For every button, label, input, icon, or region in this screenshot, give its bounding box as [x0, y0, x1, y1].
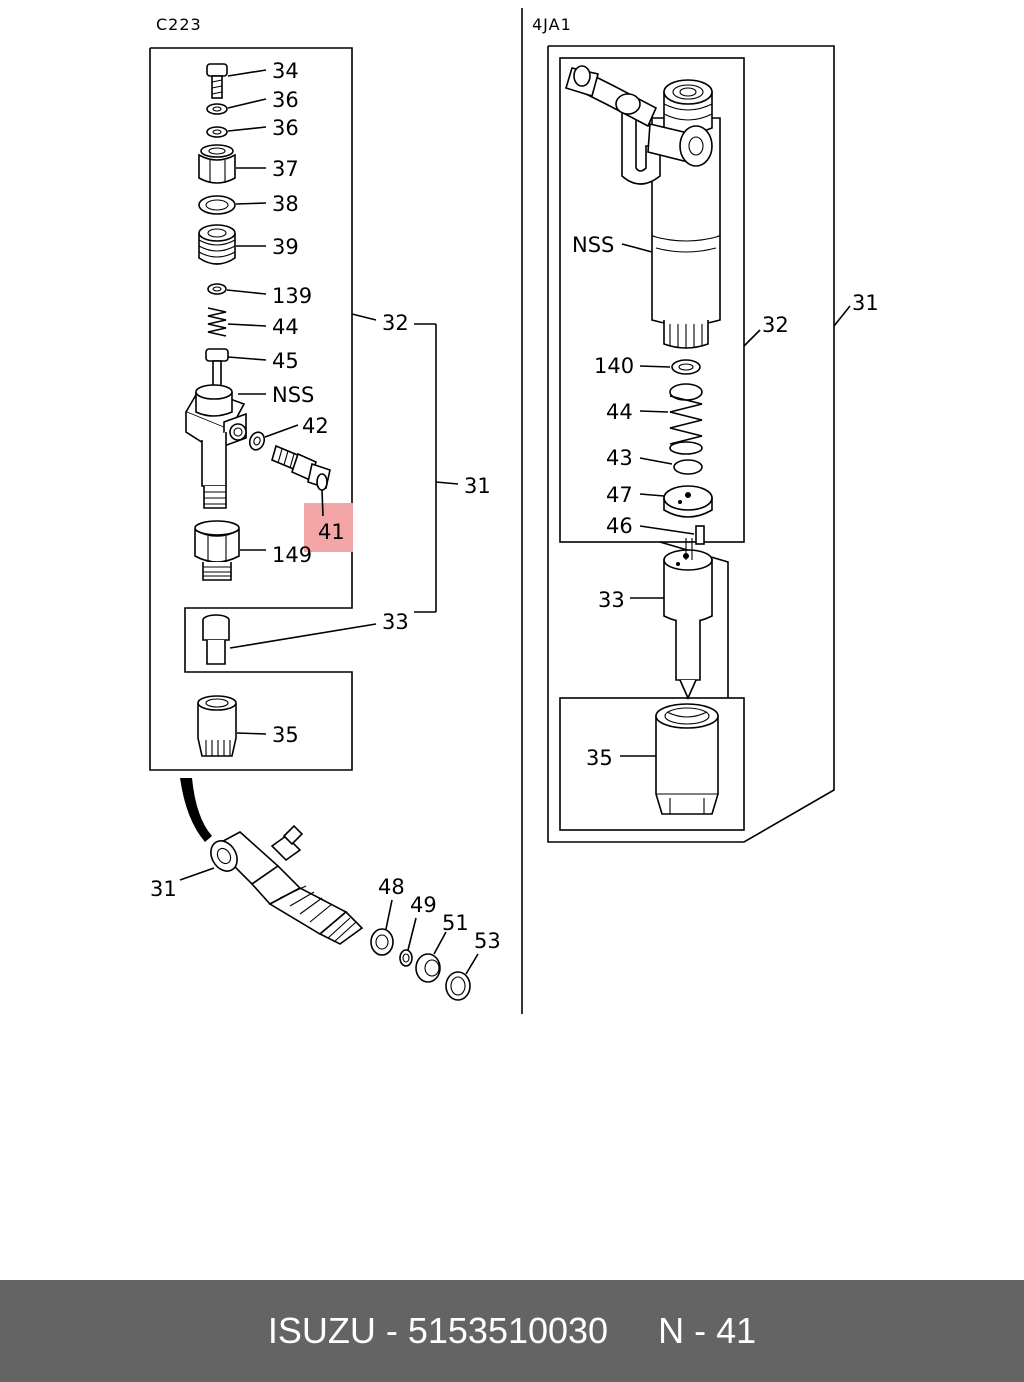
part-33-nozzle-4ja1 — [630, 538, 713, 700]
label-44: 44 — [606, 400, 633, 424]
label-140: 140 — [594, 354, 634, 378]
ref-number: 41 — [716, 1310, 757, 1351]
label-35: 35 — [272, 723, 299, 747]
assembled-injector — [179, 824, 364, 945]
label-53: 53 — [474, 929, 501, 953]
label-35: 35 — [586, 746, 613, 770]
label-44: 44 — [272, 315, 299, 339]
label-nss: NSS — [272, 383, 314, 407]
footer-bar: ISUZU - 5153510030 N - 41 — [0, 1280, 1024, 1382]
label-33: 33 — [598, 588, 625, 612]
part-139-washer — [207, 283, 267, 295]
separator: - — [385, 1310, 398, 1351]
label-41: 41 — [318, 520, 345, 544]
part-37-nut — [198, 144, 266, 184]
part-36-washer — [206, 126, 267, 138]
part-33-nozzle — [202, 614, 377, 665]
part-47-spacer — [639, 485, 713, 518]
part-46-pin — [639, 525, 705, 545]
parts-diagram: C223 — [149, 8, 879, 1014]
label-34: 34 — [272, 59, 299, 83]
ref-prefix: N — [658, 1310, 685, 1351]
right-panel-frame — [547, 45, 835, 843]
label-49: 49 — [410, 893, 437, 917]
label-37: 37 — [272, 157, 299, 181]
part-34-bolt — [206, 63, 267, 99]
part-nss-nozzle-holder — [184, 384, 266, 509]
label-51: 51 — [442, 911, 469, 935]
part-53-gasket — [445, 953, 479, 1001]
leader-bracket — [351, 313, 459, 613]
assembly-arrow — [180, 778, 212, 842]
part-49-ring — [399, 917, 417, 967]
label-47: 47 — [606, 483, 633, 507]
part-48-seal — [370, 899, 394, 956]
label-32: 32 — [382, 311, 409, 335]
part-36-washer — [206, 98, 267, 115]
part-44-spring-4ja1 — [639, 383, 703, 455]
part-41-connector — [271, 444, 331, 491]
part-51-seal — [415, 931, 447, 983]
part-42-washer — [248, 424, 299, 451]
part-nss-nozzle-holder-4ja1 — [565, 65, 721, 349]
label-33: 33 — [382, 610, 409, 634]
highlight-box — [304, 503, 353, 552]
label-43: 43 — [606, 446, 633, 470]
label-nss: NSS — [572, 233, 614, 257]
label-36: 36 — [272, 88, 299, 112]
left-panel-title: C223 — [156, 15, 202, 34]
part-44-spring — [207, 307, 267, 337]
label-36: 36 — [272, 116, 299, 140]
part-43-disc — [639, 457, 703, 475]
label-31: 31 — [150, 877, 177, 901]
label-139: 139 — [272, 284, 312, 308]
label-39: 39 — [272, 235, 299, 259]
part-35-retaining-nut-4ja1 — [620, 703, 719, 815]
label-31: 31 — [852, 291, 879, 315]
label-45: 45 — [272, 349, 299, 373]
right-panel-title: 4JA1 — [532, 15, 572, 34]
part-38-gasket — [198, 195, 267, 215]
left-panel-frame — [149, 47, 353, 771]
part-149-nut — [194, 520, 266, 581]
brand-name: ISUZU — [267, 1310, 376, 1351]
label-42: 42 — [302, 414, 329, 438]
label-32: 32 — [762, 313, 789, 337]
part-35-retaining-nut — [197, 695, 267, 757]
part-140-washer — [639, 359, 701, 375]
label-48: 48 — [378, 875, 405, 899]
part-39-cap — [198, 224, 266, 265]
label-46: 46 — [606, 514, 633, 538]
label-149: 149 — [272, 543, 312, 567]
label-38: 38 — [272, 192, 299, 216]
separator: - — [694, 1310, 707, 1351]
part-number: 5153510030 — [407, 1310, 609, 1351]
label-31: 31 — [464, 474, 491, 498]
